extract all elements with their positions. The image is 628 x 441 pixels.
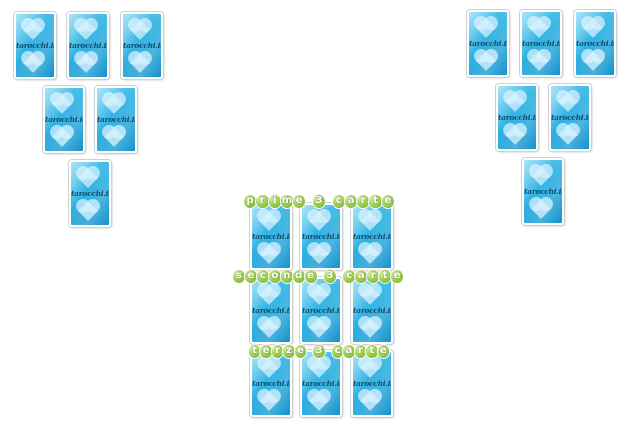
heart-icon bbox=[78, 201, 98, 221]
left-deck-card-2[interactable]: tarocchi.it bbox=[67, 12, 109, 79]
card-brand: tarocchi.it bbox=[302, 306, 342, 315]
heart-icon bbox=[104, 127, 124, 147]
card-brand: tarocchi.it bbox=[469, 39, 509, 48]
right-deck-card-3[interactable]: tarocchi.it bbox=[574, 10, 616, 77]
card-brand: tarocchi.it bbox=[252, 379, 292, 388]
heart-icon bbox=[360, 391, 380, 411]
card-brand: tarocchi.it bbox=[16, 41, 56, 50]
heart-icon bbox=[259, 358, 279, 378]
spread-row-3-card-2[interactable]: tarocchi.it bbox=[300, 350, 342, 417]
heart-icon bbox=[259, 285, 279, 305]
heart-icon bbox=[360, 285, 380, 305]
heart-icon bbox=[309, 358, 329, 378]
card-brand: tarocchi.it bbox=[498, 113, 538, 122]
heart-icon bbox=[130, 20, 150, 40]
heart-icon bbox=[259, 391, 279, 411]
spread-row-2-card-1[interactable]: tarocchi.it bbox=[250, 277, 292, 344]
heart-icon bbox=[360, 244, 380, 264]
heart-icon bbox=[558, 125, 578, 145]
card-brand: tarocchi.it bbox=[576, 39, 616, 48]
spread-row-2-card-3[interactable]: tarocchi.it bbox=[351, 277, 393, 344]
spread-row-2-card-2[interactable]: tarocchi.it bbox=[300, 277, 342, 344]
heart-icon bbox=[23, 20, 43, 40]
heart-icon bbox=[583, 51, 603, 71]
heart-icon bbox=[23, 53, 43, 73]
heart-icon bbox=[529, 18, 549, 38]
card-brand: tarocchi.it bbox=[302, 232, 342, 241]
heart-icon bbox=[130, 53, 150, 73]
card-brand: tarocchi.it bbox=[524, 187, 564, 196]
card-brand: tarocchi.it bbox=[71, 189, 111, 198]
card-brand: tarocchi.it bbox=[123, 41, 163, 50]
right-deck-card-6[interactable]: tarocchi.it bbox=[522, 158, 564, 225]
card-brand: tarocchi.it bbox=[353, 306, 393, 315]
heart-icon bbox=[76, 20, 96, 40]
heart-icon bbox=[360, 318, 380, 338]
heart-icon bbox=[78, 168, 98, 188]
heart-icon bbox=[531, 166, 551, 186]
left-deck-card-4[interactable]: tarocchi.it bbox=[43, 86, 85, 153]
left-deck-card-5[interactable]: tarocchi.it bbox=[95, 86, 137, 153]
right-deck-card-1[interactable]: tarocchi.it bbox=[467, 10, 509, 77]
heart-icon bbox=[259, 318, 279, 338]
card-brand: tarocchi.it bbox=[302, 379, 342, 388]
heart-icon bbox=[104, 94, 124, 114]
heart-icon bbox=[309, 211, 329, 231]
heart-icon bbox=[259, 244, 279, 264]
card-brand: tarocchi.it bbox=[551, 113, 591, 122]
heart-icon bbox=[360, 211, 380, 231]
right-deck-card-2[interactable]: tarocchi.it bbox=[520, 10, 562, 77]
heart-icon bbox=[505, 92, 525, 112]
heart-icon bbox=[558, 92, 578, 112]
heart-icon bbox=[360, 358, 380, 378]
card-brand: tarocchi.it bbox=[353, 232, 393, 241]
heart-icon bbox=[309, 244, 329, 264]
heart-icon bbox=[476, 18, 496, 38]
card-brand: tarocchi.it bbox=[522, 39, 562, 48]
heart-icon bbox=[259, 211, 279, 231]
spread-row-3-card-1[interactable]: tarocchi.it bbox=[250, 350, 292, 417]
spread-row-3-card-3[interactable]: tarocchi.it bbox=[351, 350, 393, 417]
spread-row-1-card-2[interactable]: tarocchi.it bbox=[300, 203, 342, 270]
heart-icon bbox=[529, 51, 549, 71]
left-deck-card-3[interactable]: tarocchi.it bbox=[121, 12, 163, 79]
heart-icon bbox=[476, 51, 496, 71]
card-brand: tarocchi.it bbox=[252, 306, 292, 315]
heart-icon bbox=[583, 18, 603, 38]
card-brand: tarocchi.it bbox=[252, 232, 292, 241]
heart-icon bbox=[52, 127, 72, 147]
spread-row-1-card-1[interactable]: tarocchi.it bbox=[250, 203, 292, 270]
heart-icon bbox=[309, 391, 329, 411]
heart-icon bbox=[505, 125, 525, 145]
right-deck-card-5[interactable]: tarocchi.it bbox=[549, 84, 591, 151]
card-brand: tarocchi.it bbox=[69, 41, 109, 50]
heart-icon bbox=[52, 94, 72, 114]
left-deck-card-6[interactable]: tarocchi.it bbox=[69, 160, 111, 227]
card-brand: tarocchi.it bbox=[97, 115, 137, 124]
card-brand: tarocchi.it bbox=[45, 115, 85, 124]
heart-icon bbox=[531, 199, 551, 219]
card-brand: tarocchi.it bbox=[353, 379, 393, 388]
right-deck-card-4[interactable]: tarocchi.it bbox=[496, 84, 538, 151]
heart-icon bbox=[76, 53, 96, 73]
heart-icon bbox=[309, 285, 329, 305]
heart-icon bbox=[309, 318, 329, 338]
spread-row-1-card-3[interactable]: tarocchi.it bbox=[351, 203, 393, 270]
left-deck-card-1[interactable]: tarocchi.it bbox=[14, 12, 56, 79]
